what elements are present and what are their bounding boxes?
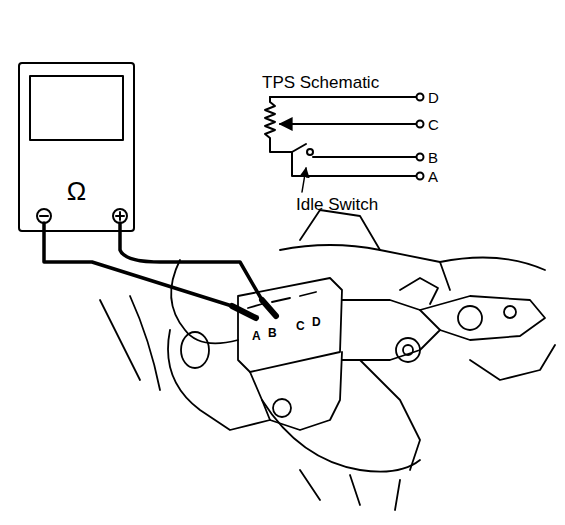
throttle-body: [100, 210, 555, 510]
pin-name: C: [428, 117, 439, 132]
tps-schematic: [265, 94, 424, 193]
test-lead: [44, 223, 232, 306]
schematic-title: TPS Schematic: [262, 74, 379, 91]
test-lead: [120, 223, 262, 300]
meter-symbol: Ω: [67, 178, 86, 204]
part-name: Idle Switch: [296, 196, 378, 213]
pin-name: D: [428, 90, 439, 105]
positive-terminal: [113, 209, 127, 223]
meter-display: [30, 76, 123, 140]
leader-line: [302, 168, 306, 192]
pin-name: B: [268, 327, 277, 339]
pin-name: B: [428, 150, 438, 165]
probe: [232, 306, 256, 318]
negative-terminal: [37, 209, 51, 223]
pin-name: C: [296, 320, 305, 332]
pin-name: A: [252, 330, 261, 342]
pin-name: A: [428, 169, 438, 184]
tps-connector: [238, 278, 342, 372]
ohmmeter: Ω: [18, 62, 135, 232]
pin-name: D: [312, 316, 321, 328]
